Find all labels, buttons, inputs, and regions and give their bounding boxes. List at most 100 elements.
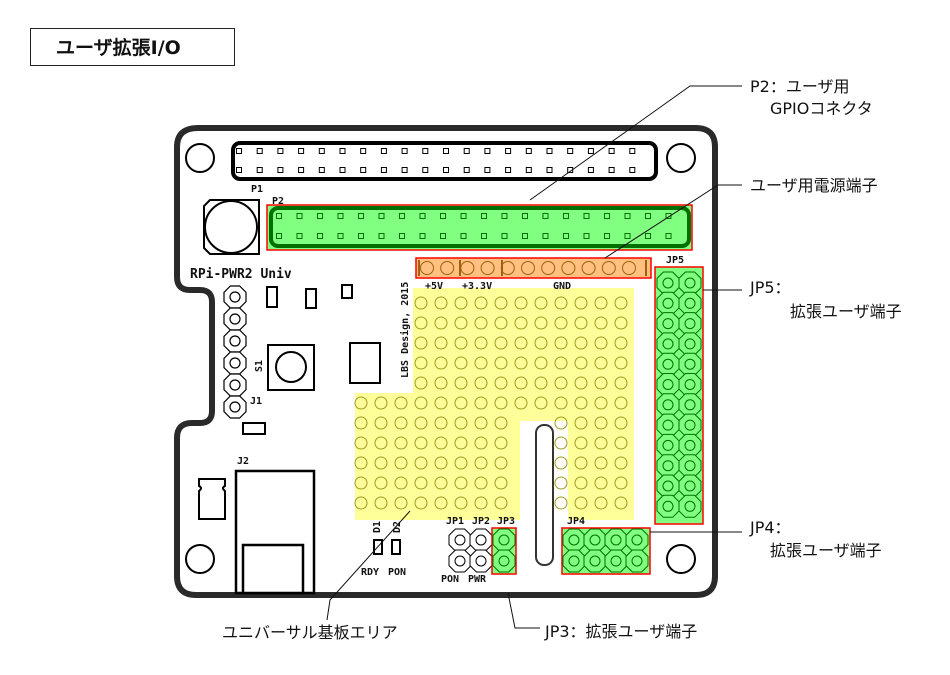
universal-hole	[394, 456, 408, 470]
p2-pin	[358, 213, 364, 219]
universal-hole	[474, 296, 488, 310]
universal-hole	[454, 316, 468, 330]
universal-hole	[614, 496, 628, 510]
universal-hole	[614, 416, 628, 430]
p2-pin	[440, 233, 446, 239]
pin-hole	[498, 555, 510, 567]
p2-pin	[624, 233, 631, 239]
p1-pin	[567, 148, 574, 154]
annotation-power: ユーザ用電源端子	[750, 176, 878, 195]
p1-pin	[629, 148, 636, 154]
universal-hole	[594, 476, 608, 490]
universal-hole	[554, 496, 568, 510]
universal-hole	[434, 436, 448, 450]
pin-hole	[684, 460, 696, 472]
universal-hole	[574, 416, 588, 430]
universal-hole	[394, 436, 408, 450]
p2-pin	[604, 213, 610, 219]
p1-pin	[401, 148, 408, 154]
pin-hole	[475, 555, 487, 567]
pon-led-label: PON	[388, 567, 406, 578]
p2-pin	[563, 213, 569, 219]
p1-pin	[505, 148, 512, 154]
pin-hole	[229, 379, 241, 391]
power-hole	[420, 261, 434, 275]
universal-hole	[374, 476, 388, 490]
pin-hole	[684, 318, 696, 330]
universal-hole	[614, 396, 628, 410]
universal-hole	[414, 476, 428, 490]
universal-hole	[454, 416, 468, 430]
p1-pin	[318, 148, 325, 154]
p1-pin	[546, 167, 553, 173]
power-hole	[460, 261, 475, 275]
p1-pin	[587, 167, 594, 173]
universal-hole	[574, 436, 588, 450]
p2-pin	[624, 213, 631, 219]
universal-hole	[534, 316, 548, 330]
power-hole	[561, 261, 576, 275]
p2-pin	[583, 213, 590, 219]
universal-hole	[434, 376, 448, 390]
universal-hole	[454, 476, 468, 490]
universal-hole	[494, 476, 508, 490]
universal-hole	[374, 436, 388, 450]
p2-pin	[296, 233, 303, 239]
p1-pin	[525, 167, 532, 173]
pin-hole	[684, 277, 696, 289]
universal-hole	[374, 496, 388, 510]
p2-pin	[645, 213, 651, 219]
p1-pin	[463, 167, 470, 173]
smd-parts	[242, 284, 401, 555]
pin-hole	[684, 500, 696, 512]
p2-pin	[481, 213, 487, 219]
p1-pin	[608, 167, 615, 173]
universal-hole	[614, 296, 628, 310]
rdy-label: RDY	[361, 567, 379, 578]
pin-hole	[229, 313, 241, 325]
p2-header	[269, 206, 691, 248]
switch-s1	[267, 344, 315, 391]
universal-hole	[414, 396, 428, 410]
p2-pin	[460, 233, 467, 239]
universal-hole	[594, 456, 608, 470]
pin-hole	[662, 277, 674, 289]
jp5-label: JP5	[666, 255, 684, 266]
pin-hole	[454, 555, 466, 567]
p1-pin	[256, 148, 263, 154]
p1-pin	[236, 167, 242, 173]
pin-hole	[662, 358, 674, 370]
universal-hole	[454, 376, 468, 390]
p2-pin	[419, 233, 426, 239]
jp-pon-label: PON	[441, 574, 459, 585]
universal-hole	[474, 336, 488, 350]
universal-hole	[454, 396, 468, 410]
p1-pin	[380, 167, 387, 173]
pin-hole	[589, 534, 601, 546]
p2-pin	[317, 233, 323, 239]
universal-hole	[474, 496, 488, 510]
p2-pin	[399, 213, 405, 219]
universal-hole	[554, 456, 568, 470]
universal-hole	[554, 436, 568, 450]
universal-hole	[554, 376, 568, 390]
universal-hole	[534, 336, 548, 350]
universal-hole	[354, 436, 368, 450]
jp1-label: JP1	[446, 516, 464, 527]
universal-hole	[514, 296, 528, 310]
universal-hole	[414, 456, 428, 470]
pin-hole	[589, 555, 601, 567]
universal-hole	[574, 296, 588, 310]
pin-hole	[684, 379, 696, 390]
power-hole	[500, 261, 515, 275]
universal-hole	[574, 356, 588, 370]
pin-hole	[684, 419, 696, 431]
p1-pin	[298, 167, 305, 173]
universal-hole	[354, 496, 368, 510]
credit-label: LBS Design, 2015	[399, 282, 411, 378]
universal-hole	[474, 476, 488, 490]
universal-hole	[534, 356, 548, 370]
universal-hole	[474, 316, 488, 330]
p1-pin	[629, 167, 636, 173]
p2-pin	[501, 213, 508, 219]
